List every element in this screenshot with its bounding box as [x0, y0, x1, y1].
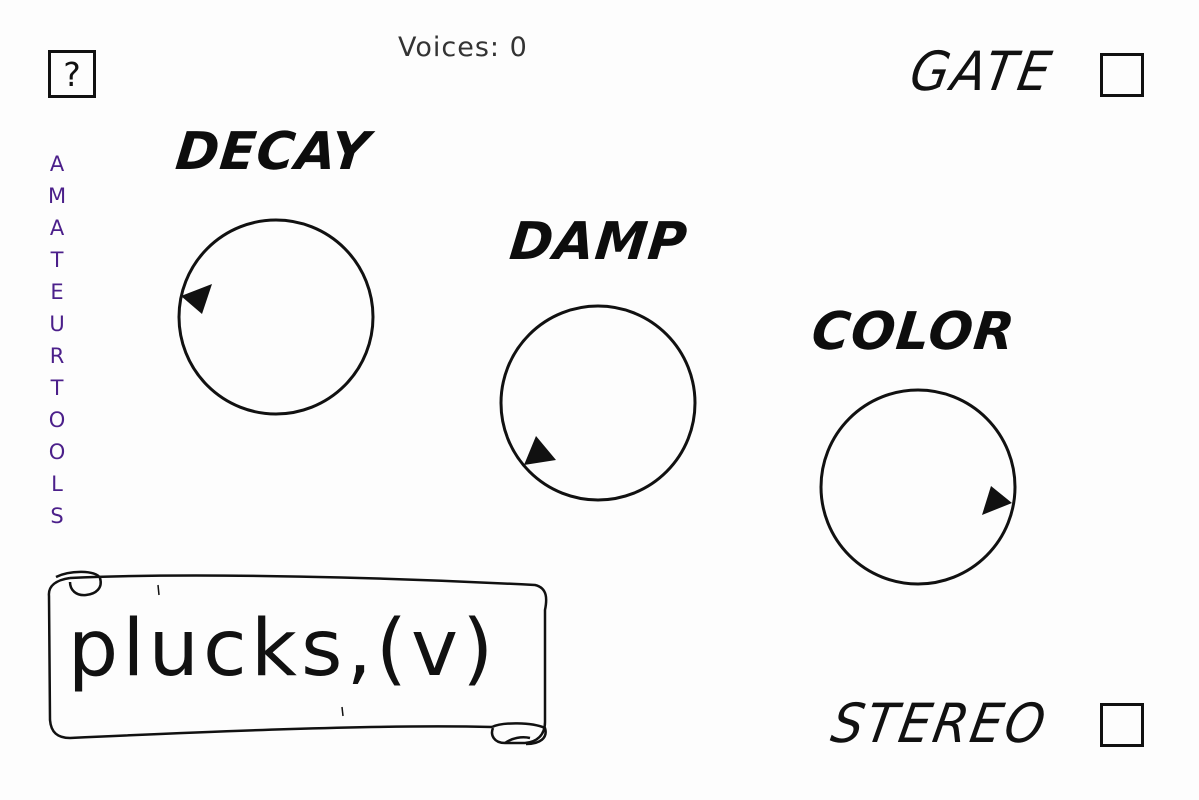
help-button[interactable]: ?	[48, 50, 96, 98]
brand-letter: O	[48, 408, 66, 432]
damp-knob-pointer	[524, 436, 556, 465]
title-scroll-banner	[47, 570, 548, 746]
brand-letter: R	[49, 344, 65, 368]
brand-letter: M	[47, 184, 67, 208]
brand-letter: L	[51, 472, 63, 496]
gate-checkbox[interactable]	[1100, 53, 1144, 97]
voices-count: 0	[509, 32, 528, 63]
decay-knob-pointer	[181, 284, 212, 314]
brand-letter: A	[49, 152, 65, 176]
damp-knob[interactable]	[499, 304, 697, 502]
brand-letter: S	[50, 504, 64, 528]
brand-letter: T	[50, 248, 64, 272]
stereo-toggle-label: STEREO	[826, 692, 1053, 755]
stereo-checkbox[interactable]	[1100, 703, 1144, 747]
plugin-title: plucks,(v)	[67, 604, 498, 694]
brand-vertical-text: A M A T E U R T O O L S	[42, 148, 72, 532]
brand-letter: O	[48, 440, 66, 464]
color-knob-pointer	[982, 486, 1012, 515]
brand-letter: U	[49, 312, 65, 336]
voices-label: Voices:	[398, 32, 501, 63]
help-icon: ?	[63, 55, 81, 94]
brand-letter: A	[49, 216, 65, 240]
brand-letter: T	[50, 376, 64, 400]
voices-readout: Voices: 0	[398, 32, 528, 63]
color-knob[interactable]	[819, 388, 1017, 586]
brand-letter: E	[50, 280, 64, 304]
gate-toggle-label: GATE	[905, 40, 1059, 103]
decay-knob[interactable]	[177, 218, 375, 416]
